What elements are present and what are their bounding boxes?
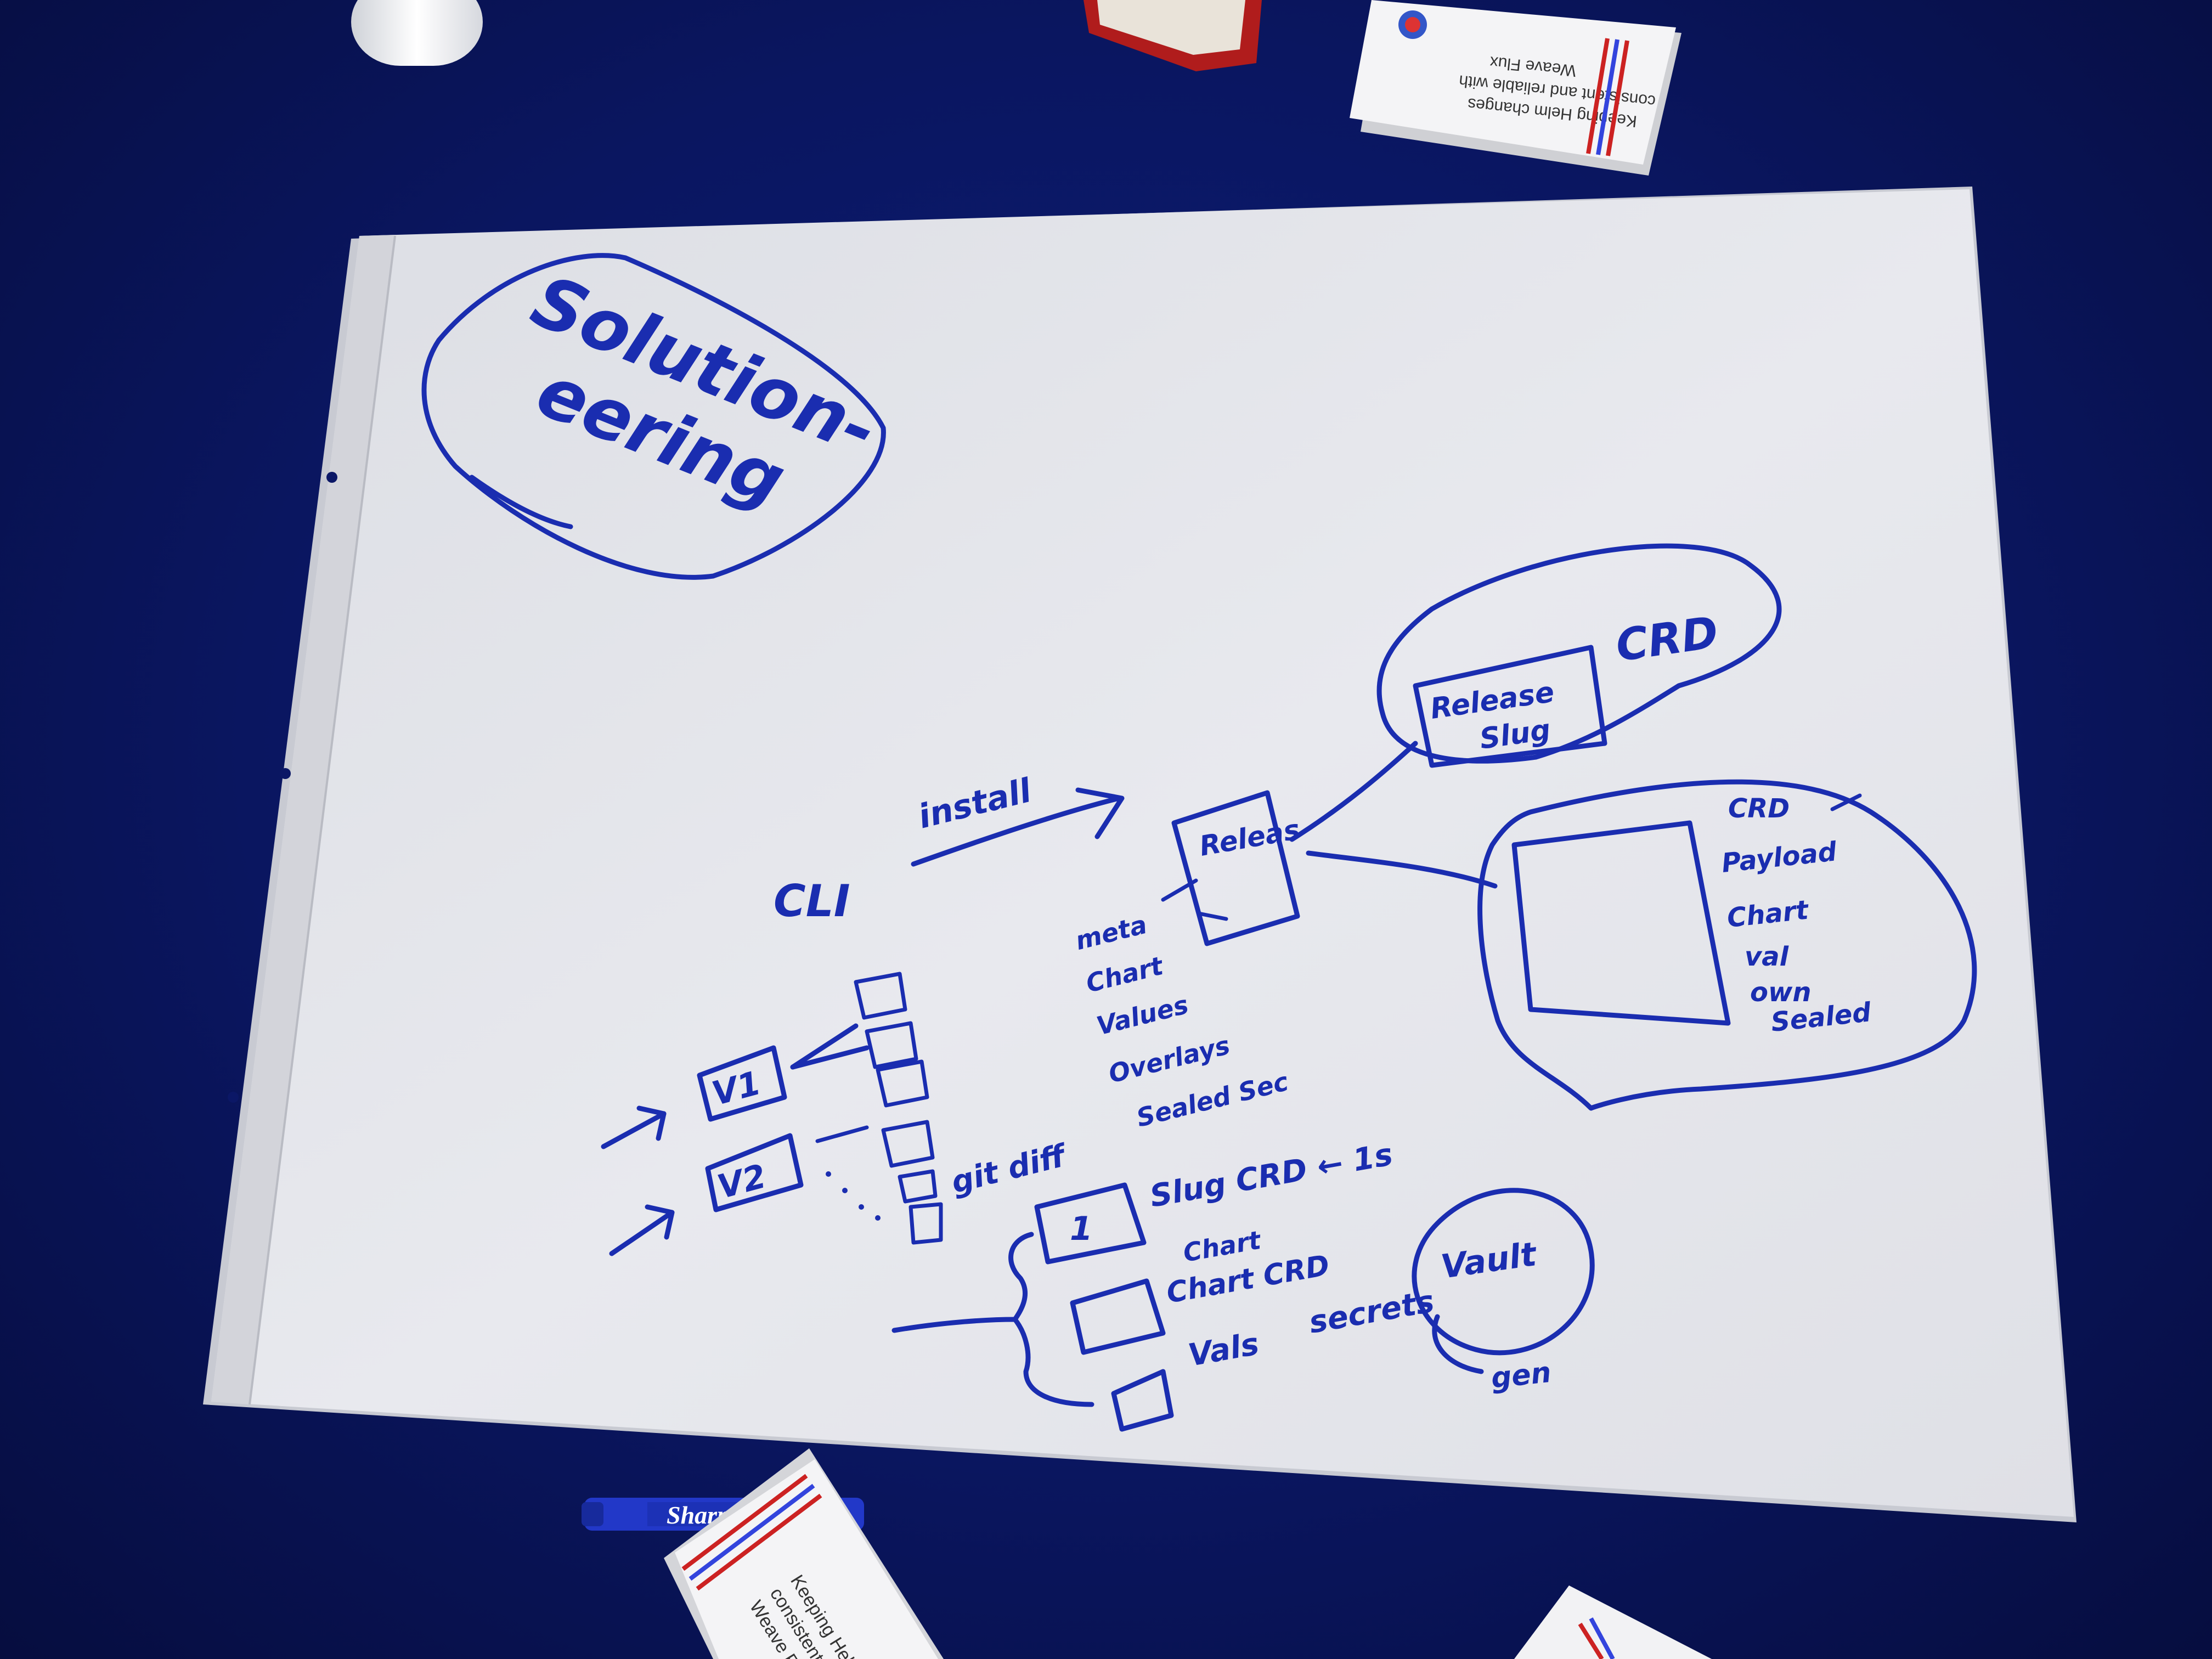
payload-cloud: CRD Payload Chart val own Sealed [1477,779,1977,1111]
right-item-5: own [1750,977,1812,1008]
right-item-4: val [1745,941,1789,972]
right-item-1: CRD [1728,793,1790,824]
flip-chart-paper [203,187,2076,1522]
punch-hole-1 [326,472,337,483]
box1-label: 1 [1070,1210,1093,1248]
bottom-business-cards: Keeping Hel consistent Weave F [664,1448,1712,1659]
cli-label: CLI [774,876,850,927]
cup [351,0,483,66]
top-business-cards: Keeping Helm changes consistent and reli… [1350,0,1681,176]
post-it-pad [1084,0,1262,71]
vault-circle: Vault gen [1412,1188,1595,1395]
punch-hole-3 [228,1092,239,1103]
card-stripes-icon [1398,10,1629,156]
gen-label: gen [1489,1356,1553,1395]
punch-hole-2 [280,768,291,779]
